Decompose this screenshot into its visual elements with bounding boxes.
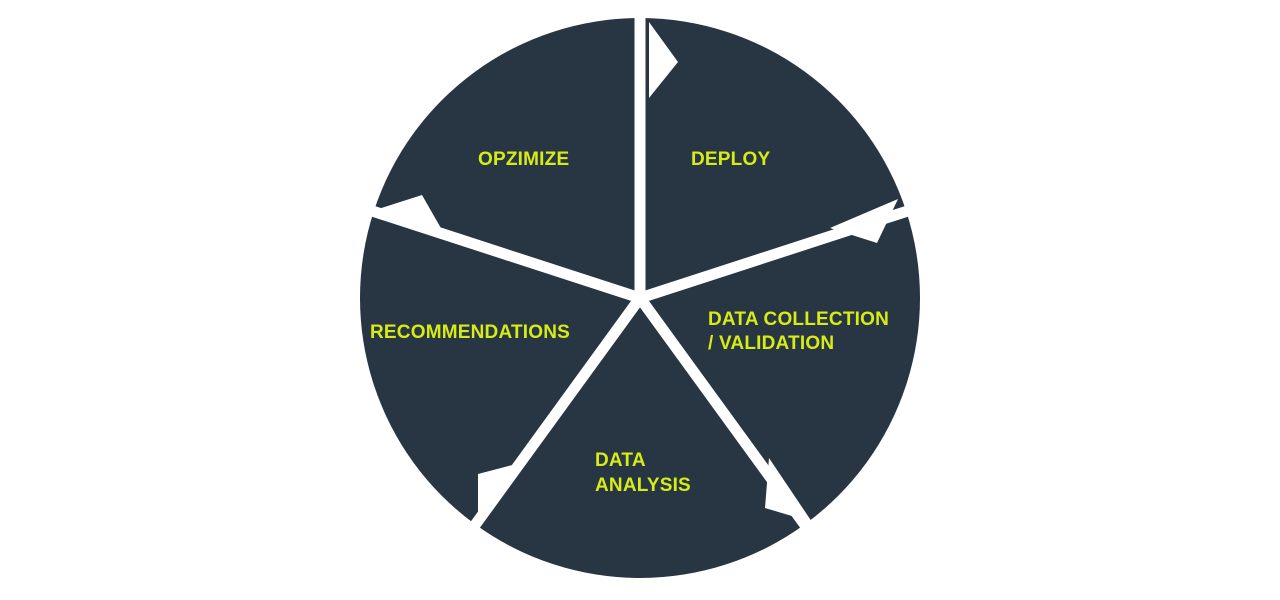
arrow-top-notch (649, 22, 678, 98)
arrow-left-notch (372, 195, 446, 237)
cycle-arrows (372, 22, 898, 528)
label-deploy: DEPLOY (691, 149, 770, 170)
label-data-analysis-line-1: DATA (595, 450, 646, 471)
label-data-analysis: DATA ANALYSIS (595, 450, 691, 496)
label-data-collection: DATA COLLECTION / VALIDATION (708, 309, 895, 354)
segment-data-collection (640, 211, 921, 525)
label-optimize: OPZIMIZE (478, 149, 569, 170)
label-data-collection-line-1: DATA COLLECTION (708, 309, 889, 330)
label-data-analysis-line-2: ANALYSIS (595, 475, 691, 496)
label-recommendations-line-1: RECOMMENDATIONS (370, 322, 570, 343)
label-deploy-line-1: DEPLOY (691, 149, 770, 170)
segment-recommendations (359, 211, 640, 525)
arrow-right-notch (830, 199, 898, 243)
arrow-bottom-left-notch (478, 462, 524, 528)
segment-labels: DEPLOY DATA COLLECTION / VALIDATION DATA… (370, 149, 895, 496)
label-optimize-line-1: OPZIMIZE (478, 149, 569, 170)
segment-data-analysis (475, 298, 805, 578)
label-recommendations: RECOMMENDATIONS (370, 322, 570, 343)
arrow-bottom-right-notch (765, 458, 812, 522)
label-data-collection-line-2: / VALIDATION (708, 333, 834, 354)
